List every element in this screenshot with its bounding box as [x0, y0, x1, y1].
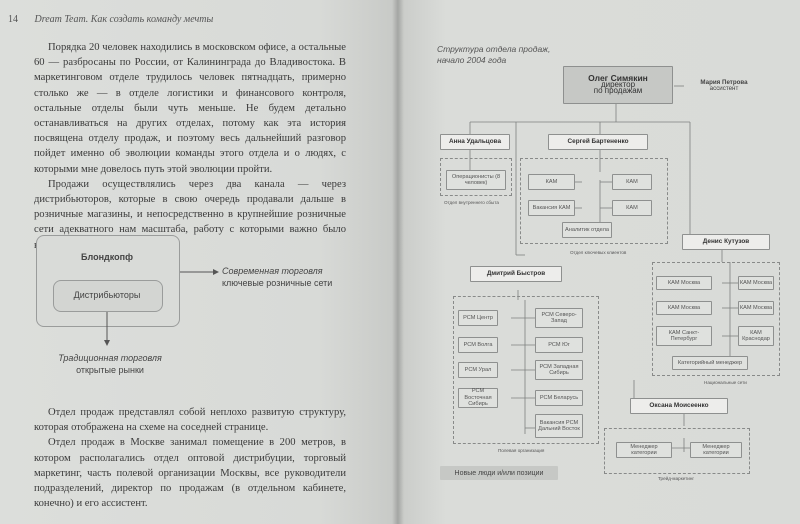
rsm-box: РСМ Волга — [458, 337, 498, 353]
kam-spb-box: КАМ Санкт-Петербург — [656, 326, 712, 346]
running-title: Dream Team. Как создать команду мечты — [34, 14, 214, 25]
new-people-legend: Новые люди и/или позиции — [440, 466, 558, 480]
field-organization-group — [453, 296, 599, 444]
rsm-box: РСМ Восточная Сибирь — [458, 388, 498, 408]
kutuzov-box: Денис Кутузов — [682, 234, 770, 250]
traditional-trade-line2: открытые рынки — [76, 365, 144, 375]
bystrov-box: Дмитрий Быстров — [470, 266, 562, 282]
national-chains-caption: Национальные сети — [704, 380, 747, 385]
traditional-trade-line1: Традиционная торговля — [58, 353, 162, 363]
national-chains-group — [652, 262, 780, 376]
category-manager-box: Категорийный менеджер — [672, 356, 748, 370]
paragraph: Отдел продаж в Москве занимал помещение … — [34, 437, 346, 510]
kam-moscow-box: КАМ Москва — [656, 276, 712, 290]
vacancy-kam-box: Вакансия КАМ — [528, 200, 575, 216]
category-manager-box: Менеджер категории — [690, 442, 742, 458]
analyst-box: Аналитик отдела — [562, 222, 612, 238]
assistant-role: ассистент — [709, 85, 739, 92]
director-name: Олег Симякин — [588, 73, 648, 84]
key-clients-group — [520, 158, 668, 244]
rsm-box: РСМ Юг — [535, 337, 583, 353]
internal-sales-caption: Отдел внутреннего сбыта — [444, 200, 499, 205]
assistant-name: Мария Петрова — [700, 78, 748, 86]
rsm-box: РСМ Северо-Запад — [535, 308, 583, 328]
kam-krasnodar-box: КАМ Краснодар — [738, 326, 774, 346]
udaltsova-box: Анна Удальцова — [440, 134, 510, 150]
body-text-bottom: Отдел продаж представлял собой неплохо р… — [34, 405, 346, 511]
left-diagram-arrows — [104, 269, 219, 346]
rsm-box: РСМ Центр — [458, 310, 498, 326]
paragraph: Порядка 20 человек находились в московск… — [34, 42, 346, 175]
director-role-line1: директор — [600, 79, 636, 89]
director-box: Олег Симякин директор по продажам — [563, 66, 673, 104]
operators-box: Операционисты (8 человек) — [446, 170, 506, 190]
key-clients-caption: Отдел ключевых клиентов — [570, 250, 627, 255]
rsm-box: РСМ Беларусь — [535, 390, 583, 406]
modern-trade-line1: Современная торговля — [222, 266, 323, 276]
org-title-line1: Структура отдела продаж, — [437, 44, 551, 54]
traditional-trade-caption: Традиционная торговля открытые рынки — [30, 352, 190, 376]
modern-trade-caption: Современная торговля ключевые розничные … — [222, 265, 372, 289]
trade-marketing-caption: Трейд-маркетинг — [658, 476, 695, 481]
body-text-top: Порядка 20 человек находились в московск… — [34, 40, 346, 253]
kam-moscow-box: КАМ Москва — [738, 276, 774, 290]
kam-box: КАМ — [612, 200, 652, 216]
page-number: 14 — [8, 14, 18, 25]
bartenenko-box: Сергей Бартененко — [548, 134, 648, 150]
distributors-box — [53, 280, 163, 312]
rsm-box: РСМ Урал — [458, 362, 498, 378]
left-page: 14 Dream Team. Как создать команду мечты… — [0, 0, 398, 524]
category-manager-box: Менеджер категории — [616, 442, 672, 458]
kam-box: КАМ — [612, 174, 652, 190]
org-title-line2: начало 2004 года — [437, 55, 507, 65]
internal-sales-group — [440, 158, 512, 196]
field-organization-caption: Полевая организация — [498, 448, 545, 453]
distributors-label: Дистрибьюторы — [73, 290, 141, 300]
blondkopf-label: Блондкопф — [81, 252, 133, 262]
trade-marketing-group — [604, 428, 750, 474]
org-chart-title: Структура отдела продаж, начало 2004 год… — [437, 44, 550, 66]
kam-box: КАМ — [528, 174, 575, 190]
kam-moscow-box: КАМ Москва — [656, 301, 712, 315]
rsm-box: РСМ Западная Сибирь — [535, 360, 583, 380]
assistant-box: Мария Петрова ассистент — [684, 72, 764, 100]
paragraph: Отдел продаж представлял собой неплохо р… — [34, 407, 346, 434]
director-role-line2: по продажам — [593, 86, 643, 96]
left-running-header: 14 Dream Team. Как создать команду мечты — [8, 14, 213, 25]
book-gutter — [392, 0, 404, 524]
modern-trade-line2: ключевые розничные сети — [222, 278, 333, 288]
moiseenko-box: Оксана Моисеенко — [630, 398, 728, 414]
kam-moscow-box: КАМ Москва — [738, 301, 774, 315]
vacancy-rsm-box: Вакансия РСМ Дальний Восток — [535, 414, 583, 438]
